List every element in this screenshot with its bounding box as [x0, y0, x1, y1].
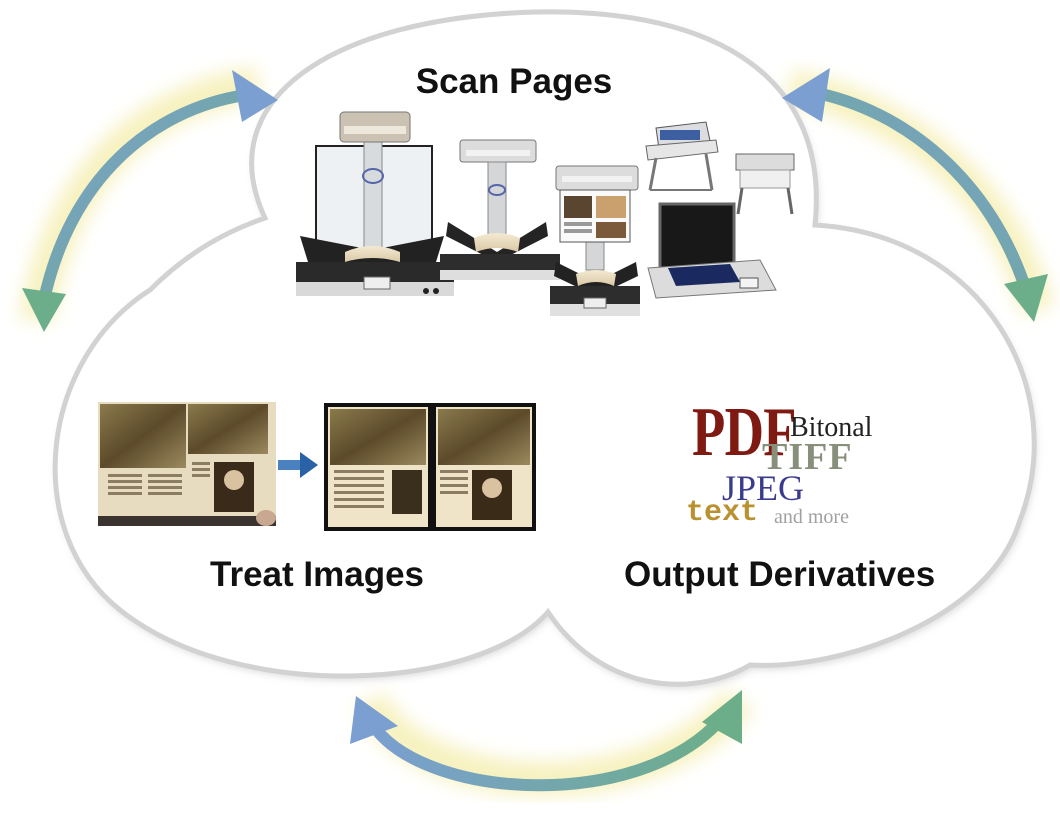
output-derivatives-title: Output Derivatives: [624, 555, 936, 594]
process-arrow-icon: [22, 288, 66, 332]
format-tiff: TIFF: [762, 436, 853, 478]
overhead-book-scanner-icon: [296, 111, 454, 296]
process-arrow-icon: [350, 696, 398, 744]
process-arrow-icon: [782, 68, 830, 122]
treated-page-left: [324, 403, 432, 531]
arrow-scan-treat: [22, 70, 278, 332]
process-arrow-icon: [232, 70, 278, 122]
treat-images-title: Treat Images: [210, 555, 424, 594]
scan-pages-title: Scan Pages: [415, 62, 613, 101]
format-bitonal: Bitonal: [790, 412, 873, 443]
format-pdf: PDF: [692, 394, 797, 471]
v-cradle-book-scanner-icon: [440, 139, 560, 280]
format-and-more: and more: [774, 506, 849, 528]
format-text: text: [686, 496, 759, 530]
process-arrow-icon: [702, 690, 742, 744]
flatbed-scanner-icon: [647, 202, 777, 299]
arrow-scan-output: [782, 68, 1048, 322]
large-format-scanner-icon: [645, 121, 719, 191]
wide-format-scanner-icon: [735, 153, 795, 215]
process-arrow-icon: [1004, 274, 1048, 322]
right-arrow-icon: [278, 452, 318, 478]
treated-page-right: [432, 403, 536, 531]
format-jpeg: JPEG: [722, 468, 805, 508]
v-cradle-book-scanner-icon: [550, 165, 640, 316]
arrow-treat-output: [350, 690, 742, 792]
raw-book-photo: [98, 402, 276, 526]
